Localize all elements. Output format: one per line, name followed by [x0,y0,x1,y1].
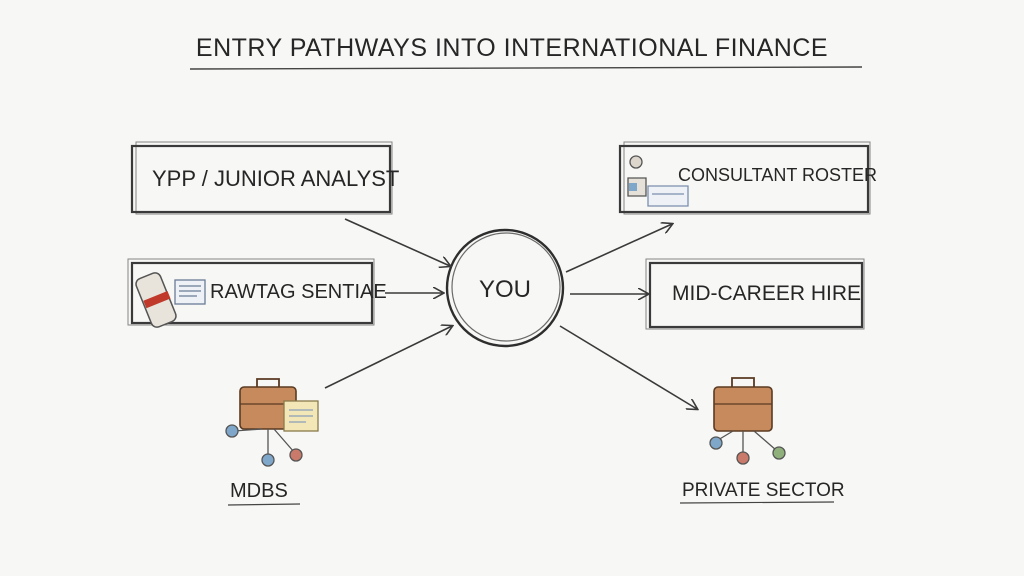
desk-people-icon [627,155,689,207]
rawtag-sentiae-label: RAWTAG SENTIAE [210,281,387,303]
diagram-title: ENTRY PATHWAYS INTO INTERNATIONAL FINANC… [195,34,829,62]
box-ypp-junior-analyst [130,141,393,215]
private-sector-briefcase-icon [713,377,773,432]
box-rawtag-sentiae [127,258,375,326]
document-icon [174,279,206,305]
ypp-junior-analyst-label: YPP / JUNIOR ANALYST [152,166,400,191]
center-circle [445,228,565,348]
box-consultant-roster [618,141,871,215]
private-sector-underline [679,501,835,504]
private-sector-label: PRIVATE SECTOR [682,480,845,501]
arrow-mdbs-to-you [324,326,452,389]
mid-career-hire-label: MID-CAREER HIRE [672,282,862,305]
private-sector-network [709,430,786,465]
arrow-ypp-to-you [344,218,450,266]
center-you-label: YOU [478,276,531,303]
arrow-you-to-private [559,325,697,409]
scroll-icon [135,272,177,328]
title-underline [189,66,863,70]
consultant-roster-label: CONSULTANT ROSTER [678,165,878,185]
mdbs-underline [227,503,301,506]
mdbs-network [225,424,303,467]
arrow-you-to-consultant [565,224,672,273]
mdbs-label: MDBS [230,480,288,502]
mdbs-briefcase-icon [239,378,319,432]
